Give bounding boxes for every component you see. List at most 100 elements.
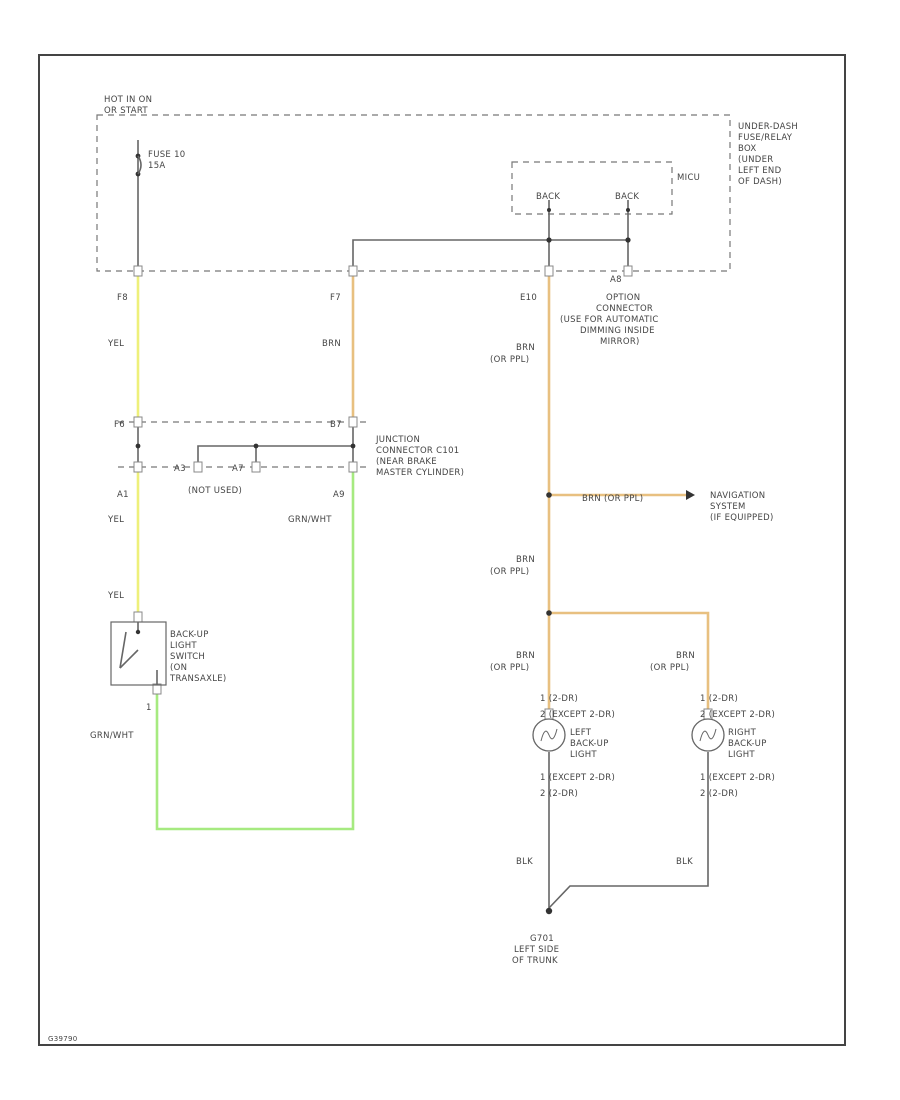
micu-wire-f7 [352,239,628,272]
label-brn-2b: (OR PPL) [490,355,529,365]
svg-text:SYSTEM: SYSTEM [710,502,746,512]
svg-text:BACK-UP: BACK-UP [728,739,767,749]
wire-grn-wht [155,471,355,831]
switch-arm [119,631,127,669]
label-brn-nav: BRN (OR PPL) [582,494,643,504]
splice-micu-2 [625,237,631,243]
micu-box [511,161,673,215]
svg-text:OF TRUNK: OF TRUNK [512,956,558,966]
label-left-light: LEFT BACK-UP LIGHT [570,728,608,760]
connector-a9 [348,461,358,473]
fuse-icon [137,155,142,175]
label-pin-f6: F6 [114,420,125,430]
label-brn-2: BRN [516,343,535,353]
svg-text:MIRROR): MIRROR) [600,337,640,347]
label-junction-connector: JUNCTION CONNECTOR C101 (NEAR BRAKE MAST… [375,435,464,478]
svg-text:OF DASH): OF DASH) [738,177,782,187]
connector-f6 [133,416,143,428]
svg-text:BOX: BOX [738,144,757,154]
label-option-connector: OPTION CONNECTOR (USE FOR AUTOMATIC DIMM… [560,293,659,347]
svg-text:(ON: (ON [170,663,187,673]
junction-splice-2 [350,443,356,449]
connector-switch-top [133,611,143,623]
svg-text:JUNCTION: JUNCTION [375,435,420,445]
label-blk-1: BLK [516,857,533,867]
label-pin-e10: E10 [520,293,537,303]
svg-text:(NEAR BRAKE: (NEAR BRAKE [376,457,437,467]
label-not-used: (NOT USED) [188,486,242,496]
label-pin-a1: A1 [117,490,129,500]
arrow-icon [686,490,695,500]
connector-a7 [251,461,261,473]
svg-text:NAVIGATION: NAVIGATION [710,491,765,501]
connector-a8 [623,265,633,277]
splice-lights [546,610,552,616]
splice-nav [546,492,552,498]
label-brn-4: BRN [516,651,535,661]
label-grn-wht-1: GRN/WHT [288,515,332,525]
label-micu: MICU [677,173,700,183]
label-brn-5b: (OR PPL) [650,663,689,673]
label-pin-b7: B7 [330,420,342,430]
connector-e10 [544,265,554,277]
label-yel-2: YEL [107,515,124,525]
label-brn-3b: (OR PPL) [490,567,529,577]
splice-micu-1 [546,237,552,243]
svg-text:OPTION: OPTION [606,293,640,303]
connector-f7 [348,265,358,277]
label-right-pin-bot2: 2 (2-DR) [700,789,738,799]
svg-text:LIGHT: LIGHT [170,641,197,651]
micu-terminal-2 [626,208,630,212]
label-blk-2: BLK [676,857,693,867]
label-brn-1: BRN [322,339,341,349]
label-pin-f8: F8 [117,293,128,303]
connector-f8 [133,265,143,277]
wire-blk-right [548,752,709,909]
label-backup-switch: BACK-UP LIGHT SWITCH (ON TRANSAXLE) [169,630,227,684]
svg-text:LIGHT: LIGHT [570,750,597,760]
junction-bus [197,445,353,467]
diagram-frame [38,54,846,1046]
label-navigation: NAVIGATION SYSTEM (IF EQUIPPED) [710,491,774,523]
svg-text:BACK-UP: BACK-UP [170,630,209,640]
svg-text:CONNECTOR C101: CONNECTOR C101 [376,446,460,456]
svg-text:LEFT SIDE: LEFT SIDE [514,945,559,955]
svg-text:UNDER-DASH: UNDER-DASH [738,122,798,132]
connector-a3 [193,461,203,473]
label-hot-in-on: HOT IN ON [104,95,152,105]
svg-text:TRANSAXLE): TRANSAXLE) [169,674,227,684]
label-brn-3: BRN [516,555,535,565]
svg-text:SWITCH: SWITCH [170,652,205,662]
svg-text:RIGHT: RIGHT [728,728,757,738]
svg-text:LEFT END: LEFT END [738,166,782,176]
label-pin-a3: A3 [174,464,186,474]
switch-blade [119,649,139,669]
label-back-1: BACK [536,192,560,202]
label-fuse: FUSE 10 [148,150,186,160]
label-right-pin-bot: 1 (EXCEPT 2-DR) [700,773,775,783]
label-underdash-box: UNDER-DASH FUSE/RELAY BOX (UNDER LEFT EN… [738,122,798,187]
label-left-pin-bot2: 2 (2-DR) [540,789,578,799]
svg-text:(IF EQUIPPED): (IF EQUIPPED) [710,513,774,523]
label-pin-a8: A8 [610,275,622,285]
label-grn-wht-2: GRN/WHT [90,731,134,741]
svg-text:(UNDER: (UNDER [738,155,774,165]
svg-text:DIMMING INSIDE: DIMMING INSIDE [580,326,655,336]
label-yel-1: YEL [107,339,124,349]
svg-text:(USE FOR AUTOMATIC: (USE FOR AUTOMATIC [560,315,659,325]
label-pin-a7: A7 [232,464,244,474]
label-pin-a9: A9 [333,490,345,500]
svg-text:CONNECTOR: CONNECTOR [596,304,653,314]
label-fuse-amp: 15A [148,161,166,171]
label-back-2: BACK [615,192,639,202]
label-switch-pin: 1 [146,703,152,713]
label-right-light: RIGHT BACK-UP LIGHT [728,728,767,760]
label-brn-5: BRN [676,651,695,661]
label-left-pin-top2: 2 (EXCEPT 2-DR) [540,710,615,720]
svg-text:LEFT: LEFT [570,728,592,738]
label-pin-f7: F7 [330,293,341,303]
junction-splice-3 [135,443,141,449]
label-left-pin-top: 1 (2-DR) [540,694,578,704]
right-backup-light-icon [691,718,725,752]
